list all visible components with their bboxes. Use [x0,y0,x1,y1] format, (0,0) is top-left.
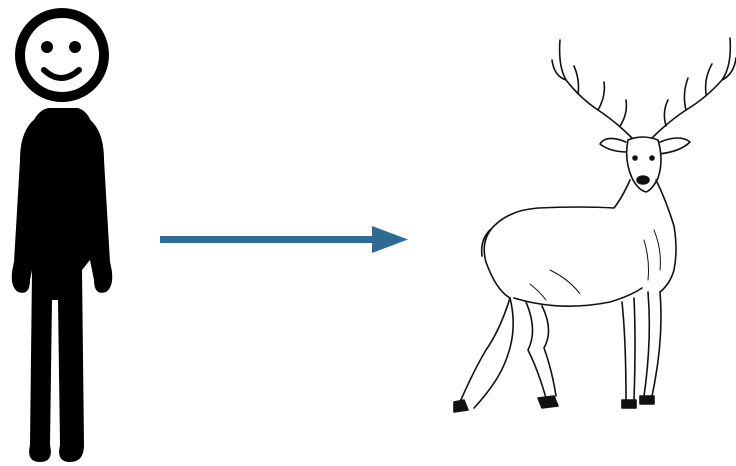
stick-figure-person-icon [0,0,130,466]
deer-stag-icon [430,30,736,420]
arrow-right-icon [150,220,420,260]
arrow-head [372,226,408,253]
arrow-shaft [160,236,378,243]
